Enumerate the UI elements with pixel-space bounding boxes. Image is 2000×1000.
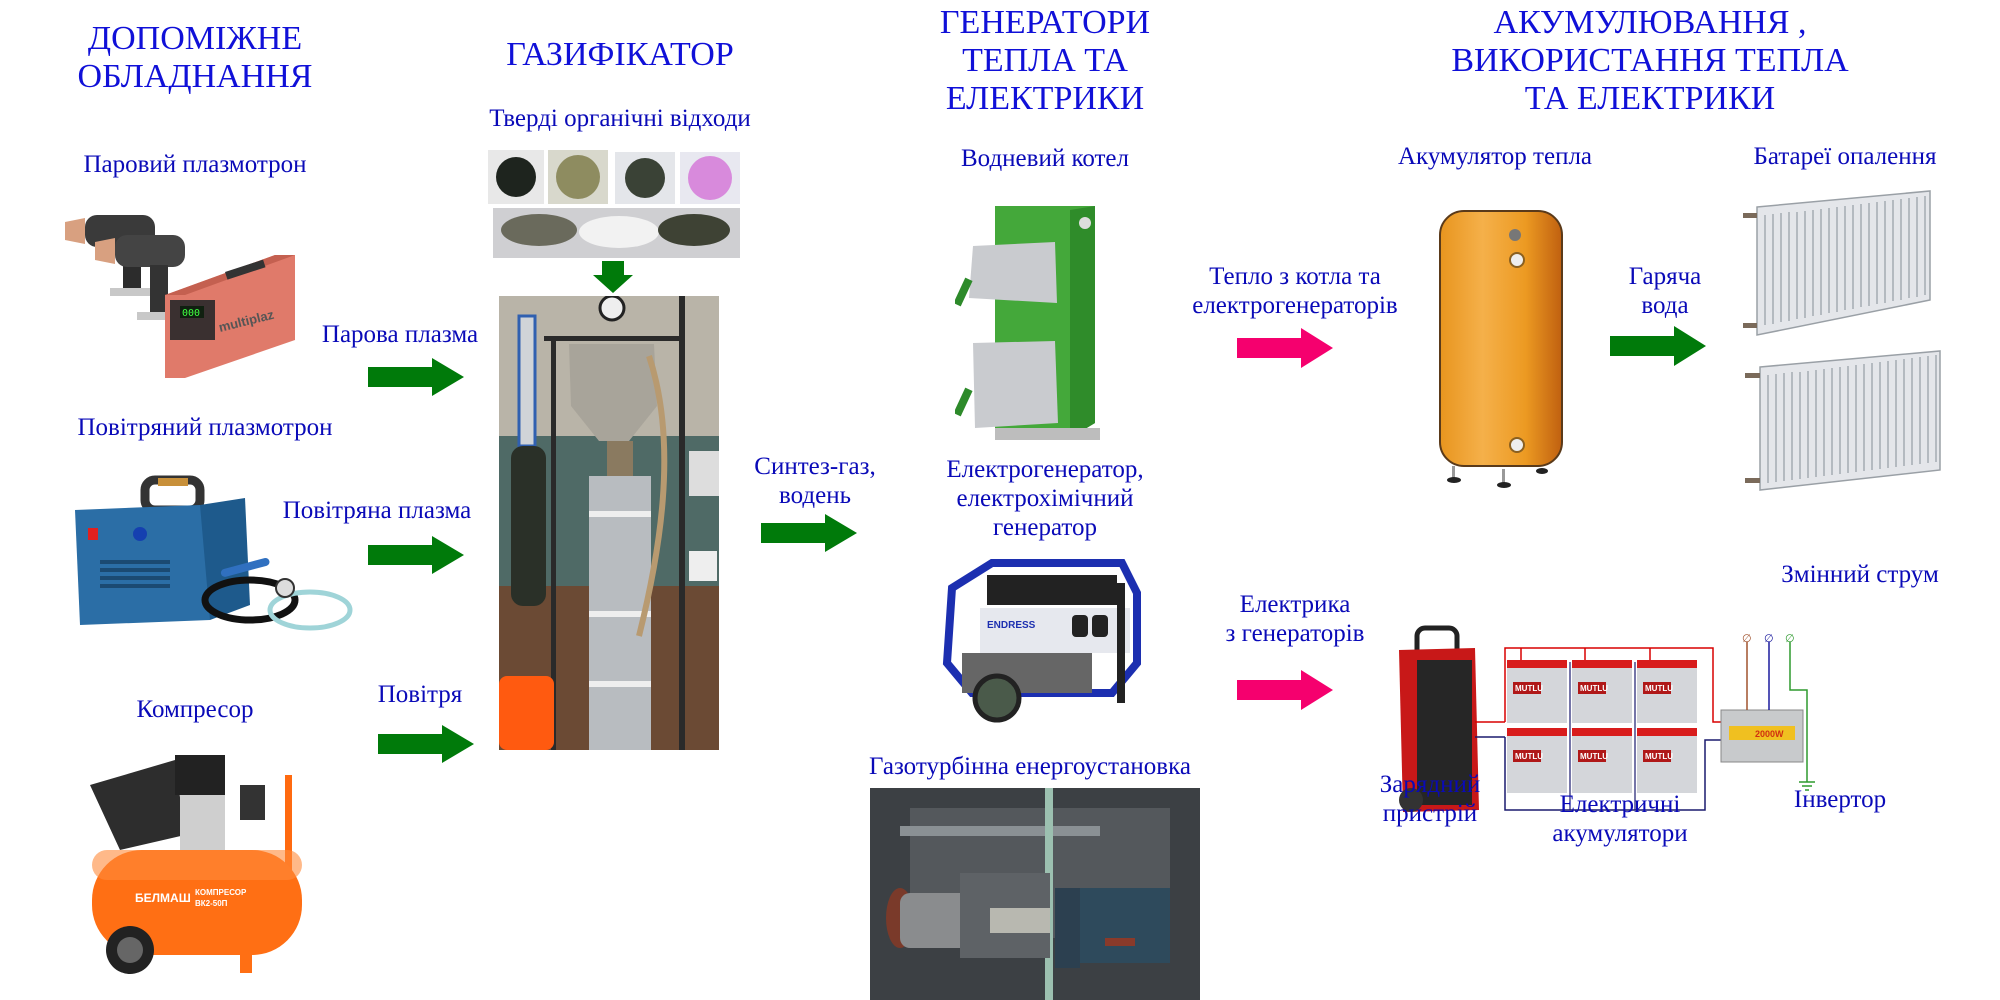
- arrow-air-plasma: [368, 536, 464, 574]
- arrow-electricity: [1237, 670, 1333, 710]
- label-electric-batteries-line2: акумулятори: [1552, 820, 1688, 847]
- flow-label-syngas: Синтез-газ, водень: [735, 452, 895, 510]
- compressor-model-line2: ВК2-50П: [195, 899, 228, 908]
- section-title-generators: ГЕНЕРАТОРИ ТЕПЛА ТА ЕЛЕКТРИКИ: [900, 4, 1190, 118]
- battery-grid: MUTLU MUTLU MUTLU MUTLU MUTLU MUTLU: [1507, 660, 1697, 793]
- battery-brand-text: MUTLU: [1515, 752, 1543, 761]
- section-title-storage-line3: ТА ЕЛЕКТРИКИ: [1524, 80, 1776, 117]
- label-electric-batteries: Електричні акумулятори: [1520, 790, 1720, 848]
- inverter-rating-text: 2000W: [1755, 729, 1784, 739]
- svg-text:∅: ∅: [1742, 632, 1752, 645]
- flow-label-air: Повітря: [377, 681, 463, 708]
- battery-brand-text: MUTLU: [1515, 684, 1543, 693]
- gas-turbine-photo: [870, 788, 1200, 1000]
- label-electro-generator-line1: Електрогенератор,: [946, 456, 1144, 483]
- flow-label-electricity: Електрика з генераторів: [1195, 590, 1395, 648]
- battery-brand-text: MUTLU: [1645, 684, 1673, 693]
- section-title-generators-line2: ТЕПЛА ТА: [962, 42, 1128, 79]
- section-title-gasifier: ГАЗИФІКАТОР: [506, 36, 734, 73]
- label-hydrogen-boiler: Водневий котел: [960, 145, 1129, 172]
- flow-label-electricity-line2: з генераторів: [1225, 620, 1365, 647]
- arrow-air: [378, 725, 474, 763]
- label-charger-line1: Зарядний: [1379, 771, 1481, 798]
- flow-label-heat: Тепло з котла та електрогенераторів: [1165, 262, 1425, 320]
- battery-brand-text: MUTLU: [1645, 752, 1673, 761]
- label-electro-generator: Електрогенератор, електрохімічний генера…: [905, 455, 1185, 542]
- label-charger: Зарядний пристрій: [1360, 770, 1500, 828]
- generator-brand-text: ENDRESS: [987, 620, 1036, 631]
- compressor-model-line1: КОМПРЕСОР: [195, 888, 247, 897]
- label-charger-line2: пристрій: [1382, 800, 1478, 827]
- steam-plasmatron-image: 000 multiplaz: [65, 200, 315, 380]
- section-title-generators-line1: ГЕНЕРАТОРИ: [939, 4, 1151, 41]
- section-title-storage-line1: АКУМУЛЮВАННЯ ,: [1493, 4, 1807, 41]
- label-radiators: Батареї опалення: [1753, 143, 1937, 170]
- flow-label-syngas-line2: водень: [778, 482, 851, 509]
- battery-brand-text: MUTLU: [1580, 684, 1608, 693]
- compressor-image: БЕЛМАШ КОМПРЕСОР ВК2-50П: [80, 745, 320, 980]
- label-gas-turbine: Газотурбінна енергоустановка: [869, 753, 1191, 780]
- label-heat-accumulator: Акумулятор тепла: [1397, 143, 1593, 170]
- section-title-auxiliary-line1: ДОПОМІЖНЕ: [87, 20, 303, 57]
- label-electric-batteries-line1: Електричні: [1559, 791, 1681, 818]
- electro-generator-image: ENDRESS: [932, 553, 1142, 728]
- flow-label-syngas-line1: Синтез-газ,: [754, 453, 876, 480]
- label-steam-plasmatron: Паровий плазмотрон: [83, 151, 307, 178]
- heat-accumulator-image: [1432, 205, 1567, 490]
- radiator-image-top: [1735, 185, 1950, 340]
- arrow-steam-plasma: [368, 358, 464, 396]
- flow-label-heat-line1: Тепло з котла та: [1209, 263, 1381, 290]
- inverter-image: 2000W: [1720, 709, 1804, 763]
- label-inverter: Інвертор: [1793, 786, 1887, 813]
- label-electro-generator-line3: генератор: [992, 514, 1098, 541]
- organic-waste-images: [484, 150, 744, 258]
- label-electro-generator-line2: електрохімічний: [956, 485, 1134, 512]
- radiator-image-bottom: [1735, 345, 1955, 495]
- battery-system-diagram: MUTLU MUTLU MUTLU MUTLU MUTLU MUTLU 2000…: [1395, 620, 2000, 850]
- section-title-generators-line3: ЕЛЕКТРИКИ: [945, 80, 1145, 117]
- svg-text:∅: ∅: [1764, 632, 1774, 645]
- battery-brand-text: MUTLU: [1580, 752, 1608, 761]
- section-title-auxiliary-line2: ОБЛАДНАННЯ: [77, 58, 313, 95]
- arrow-waste-down: [593, 261, 633, 293]
- arrow-hot-water: [1610, 326, 1706, 366]
- flow-label-heat-line2: електрогенераторів: [1192, 292, 1398, 319]
- label-compressor: Компресор: [136, 696, 254, 723]
- charger-image: [1399, 625, 1479, 812]
- flow-label-hot-water: Гаряча вода: [1600, 262, 1730, 320]
- flow-label-hot-water-line2: вода: [1641, 292, 1689, 319]
- gasifier-photo: [499, 296, 719, 750]
- section-title-auxiliary: ДОПОМІЖНЕ ОБЛАДНАННЯ: [60, 20, 330, 96]
- label-ac-current: Змінний струм: [1781, 561, 1939, 588]
- flow-label-air-plasma: Повітряна плазма: [282, 497, 472, 524]
- label-air-plasmatron: Повітряний плазмотрон: [77, 414, 333, 441]
- label-solid-organic-waste: Тверді органічні відходи: [489, 105, 751, 132]
- flow-label-steam-plasma: Парова плазма: [321, 321, 479, 348]
- plasmatron-display-text: 000: [182, 308, 200, 319]
- flow-label-hot-water-line1: Гаряча: [1628, 263, 1702, 290]
- section-title-storage-line2: ВИКОРИСТАННЯ ТЕПЛА: [1451, 42, 1849, 79]
- flow-label-electricity-line1: Електрика: [1239, 591, 1351, 618]
- section-title-storage: АКУМУЛЮВАННЯ , ВИКОРИСТАННЯ ТЕПЛА ТА ЕЛЕ…: [1420, 4, 1880, 118]
- svg-text:∅: ∅: [1785, 632, 1795, 645]
- arrow-heat: [1237, 328, 1333, 368]
- compressor-brand-text: БЕЛМАШ: [135, 891, 191, 905]
- air-plasmatron-image: [70, 470, 360, 640]
- hydrogen-boiler-image: [955, 198, 1115, 448]
- arrow-syngas: [761, 514, 857, 552]
